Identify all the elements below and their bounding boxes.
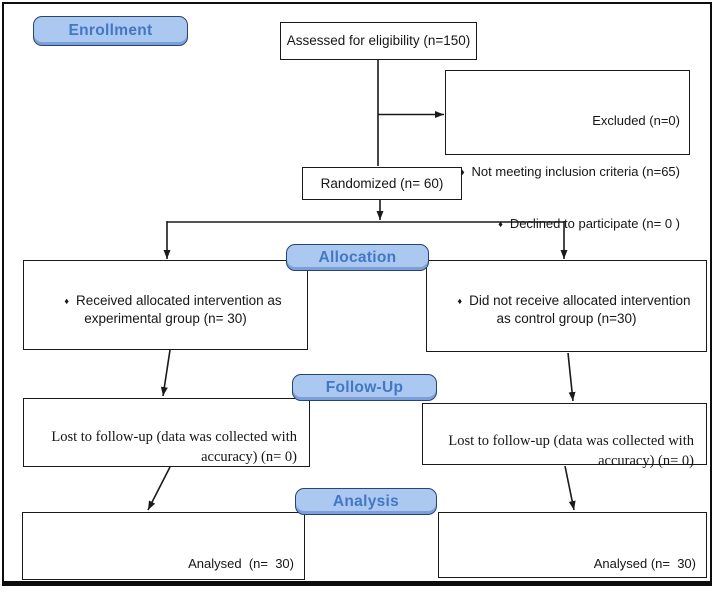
connector-alloc-to-followup-right (567, 352, 576, 402)
connector-followup-to-analysis-left (147, 466, 171, 511)
stage-label-enrollment-text: Enrollment (68, 22, 153, 39)
followup-right-text: Lost to follow-up (data was collected wi… (448, 433, 698, 469)
allocation-left-text: Received allocated intervention as exper… (75, 292, 286, 326)
assessed-box: Assessed for eligibility (n=150) (280, 22, 477, 60)
stage-label-followup-text: Follow-Up (325, 378, 404, 396)
analysis-right-box: Analysed (n= 30) ♦Excluded from analysis… (438, 512, 707, 578)
allocation-right-box: ♦ Did not receive allocated intervention … (426, 260, 707, 352)
diamond-bullet-icon: ♦ (64, 295, 69, 306)
randomized-text: Randomized (n= 60) (320, 175, 444, 191)
diamond-bullet-icon: ♦ (457, 295, 463, 306)
stage-label-allocation-text: Allocation (318, 248, 397, 266)
stage-label-analysis-text: Analysis (332, 492, 400, 510)
excluded-item: ♦Declined to participate (n= 0 ) (498, 216, 680, 232)
allocation-left-box: ♦ Received allocated intervention as expe… (23, 260, 308, 350)
allocation-right-text: Did not receive allocated intervention a… (469, 292, 695, 326)
diamond-bullet-icon: ♦ (459, 167, 465, 178)
analysis-left-line1: Analysed (n= 30) (188, 555, 294, 571)
excluded-title: Excluded (n=0) (592, 112, 680, 128)
stage-label-analysis: Analysis (295, 488, 437, 515)
excluded-box: Excluded (n=0) ♦Not meeting inclusion cr… (445, 70, 690, 283)
followup-right-box: Lost to follow-up (data was collected wi… (422, 403, 707, 469)
stage-label-followup: Follow-Up (292, 374, 437, 401)
analysis-left-box: Analysed (n= 30) ♦Excluded from analysis… (22, 512, 305, 580)
connector-followup-to-analysis-right (564, 465, 576, 511)
analysis-right-line1: Analysed (n= 30) (593, 555, 696, 571)
followup-left-text: Lost to follow-up (data was collected wi… (51, 429, 301, 465)
diamond-bullet-icon: ♦ (498, 219, 503, 230)
stage-label-enrollment: Enrollment (33, 16, 188, 46)
assessed-text: Assessed for eligibility (n=150) (286, 33, 471, 49)
connector-alloc-to-followup-left (160, 349, 171, 397)
randomized-box: Randomized (n= 60) (302, 167, 462, 200)
followup-left-box: Lost to follow-up (data was collected wi… (23, 398, 310, 467)
stage-label-allocation: Allocation (286, 244, 429, 271)
excluded-item: ♦Not meeting inclusion criteria (n=65) (459, 164, 680, 180)
